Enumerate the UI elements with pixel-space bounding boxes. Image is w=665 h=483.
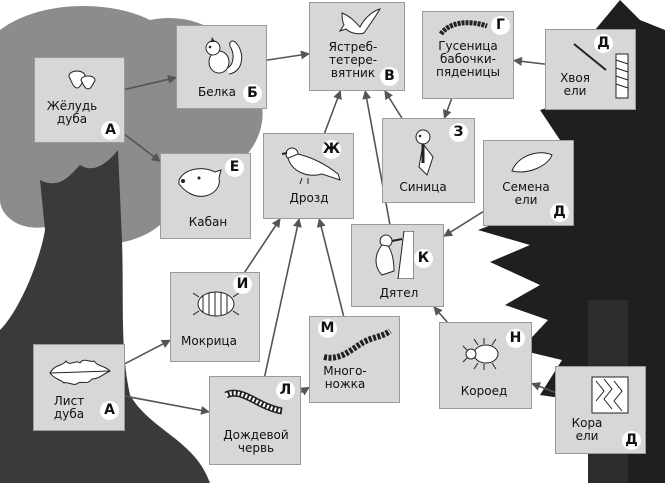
caterpillar-letter: Г [491, 16, 510, 35]
needles-label: Хвоя ели [560, 71, 590, 98]
card-squirrel: Белка Б [176, 25, 267, 109]
hawk-icon [338, 8, 382, 35]
card-spruce-bark: Кора ели Д [555, 366, 646, 454]
seeds-label: Семена ели [502, 180, 550, 207]
squirrel-icon [205, 37, 243, 75]
card-acorn: Жёлудь дуба А [34, 57, 125, 143]
card-hawk: Ястреб- тетере- вятник В [309, 2, 405, 91]
oak-leaf-icon [49, 359, 111, 385]
hawk-letter: В [380, 67, 399, 86]
thrush-letter: Ж [322, 140, 341, 159]
woodpecker-letter: К [414, 249, 433, 268]
card-tit: Синица З [382, 118, 475, 203]
bark-letter: Д [622, 431, 641, 450]
card-thrush: Дрозд Ж [263, 133, 354, 219]
tit-label: Синица [399, 180, 447, 194]
card-earthworm: Дождевой червь Л [209, 376, 301, 465]
spruce-bark-icon [591, 376, 629, 414]
spruce-seed-icon [511, 152, 553, 173]
card-oak-leaf: Лист дуба А [33, 344, 125, 431]
woodlouse-letter: И [233, 275, 252, 294]
seeds-letter: Д [550, 203, 569, 222]
leaf-letter: А [100, 401, 119, 420]
hawk-label: Ястреб- тетере- вятник [328, 40, 378, 80]
caterpillar-label: Гусеница бабочки- пяденицы [435, 39, 501, 79]
needles-letter: Д [594, 34, 613, 53]
spruce-needles-icon [573, 43, 629, 99]
earthworm-label: Дождевой червь [223, 428, 289, 455]
thrush-icon [281, 147, 341, 184]
squirrel-letter: Б [243, 84, 262, 103]
card-boar: Кабан Е [160, 153, 251, 239]
squirrel-label: Белка [198, 85, 236, 99]
tit-bird-icon [415, 129, 434, 176]
earthworm-icon [224, 389, 283, 415]
card-woodlouse: Мокрица И [170, 272, 260, 362]
boar-head-icon [178, 168, 222, 197]
card-spruce-needles: Хвоя ели Д [545, 29, 636, 110]
card-spruce-seeds: Семена ели Д [483, 140, 574, 226]
acorn-letter: А [101, 121, 120, 140]
centipede-icon [323, 328, 392, 361]
boar-letter: Е [225, 158, 244, 177]
beetle-label: Короед [460, 384, 508, 398]
woodpecker-label: Дятел [379, 286, 419, 300]
card-centipede: Много- ножка М [309, 316, 400, 403]
leaf-label: Лист дуба [53, 394, 85, 421]
bark-beetle-icon [462, 338, 499, 370]
tit-letter: З [449, 123, 468, 142]
card-woodpecker: Дятел К [351, 224, 444, 307]
earthworm-letter: Л [276, 381, 295, 400]
caterpillar-icon [439, 20, 488, 36]
thrush-label: Дрозд [289, 191, 329, 205]
beetle-letter: Н [506, 329, 525, 348]
card-caterpillar: Гусеница бабочки- пяденицы Г [422, 11, 514, 99]
woodpecker-icon [375, 231, 414, 279]
card-bark-beetle: Короед Н [439, 322, 532, 409]
woodlouse-icon [193, 291, 239, 317]
boar-label: Кабан [188, 215, 228, 229]
centipede-letter: М [318, 319, 337, 338]
bark-label: Кора ели [571, 416, 603, 443]
woodlouse-label: Мокрица [181, 334, 237, 348]
acorn-icon [68, 70, 96, 90]
centipede-label: Много- ножка [323, 364, 367, 391]
acorn-label: Жёлудь дуба [46, 99, 98, 126]
